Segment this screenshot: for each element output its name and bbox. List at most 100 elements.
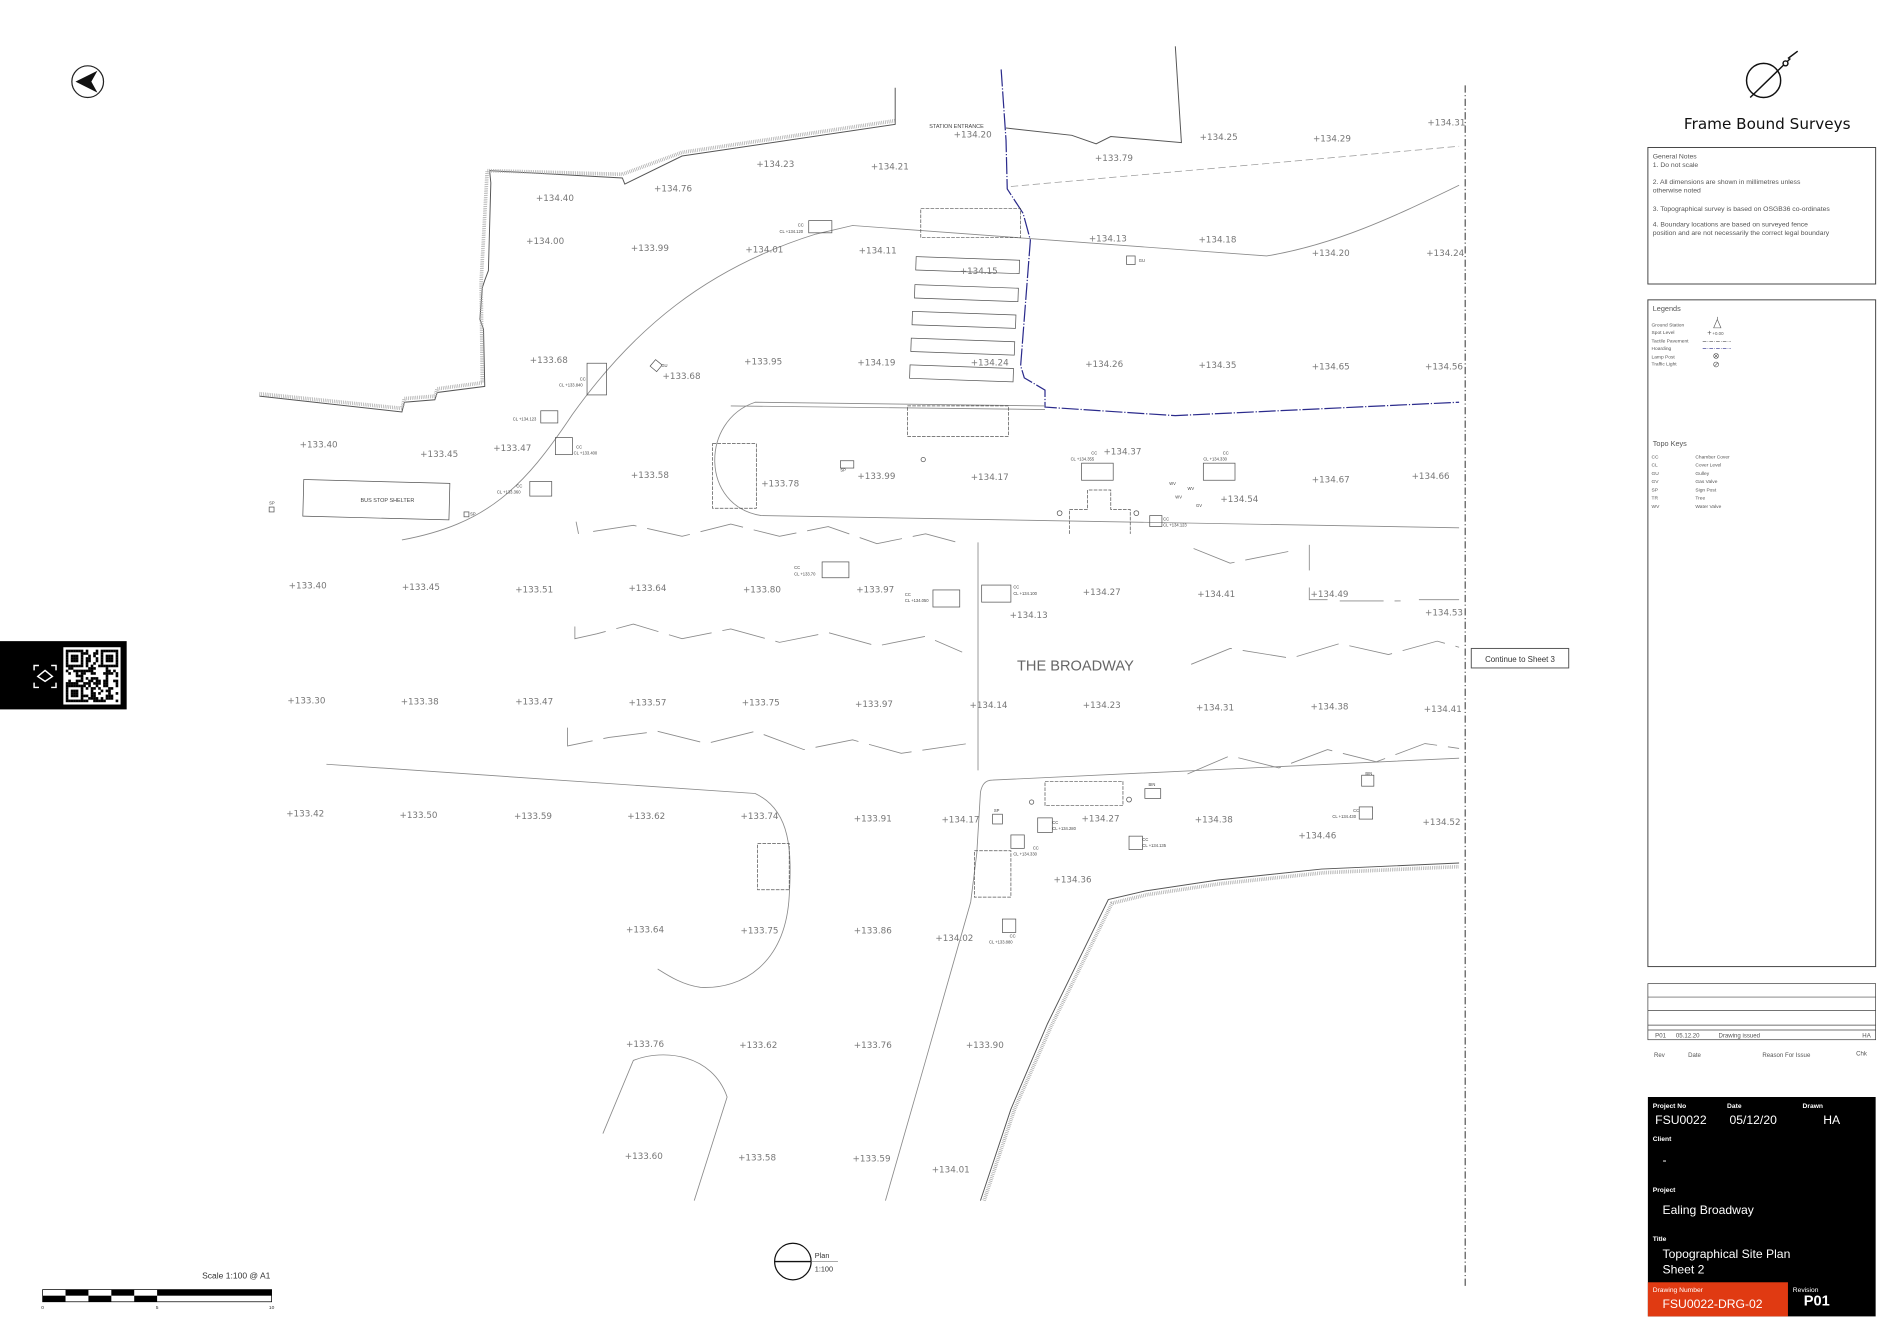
feature-annotation: CC [516, 484, 522, 489]
spot-level: +134.35 [1198, 361, 1236, 371]
feature-annotation: CL +134.135 [1142, 843, 1166, 848]
spot-level: +134.36 [1054, 875, 1092, 885]
note-line: 1. Do not scale [1653, 162, 1699, 169]
feature-annotation: SP [994, 808, 1000, 813]
legends-box [1647, 299, 1877, 968]
feature-annotation: CC [1013, 585, 1019, 590]
spot-level: +134.02 [935, 934, 973, 944]
topo-key-meaning: Chamber Cover [1695, 454, 1730, 460]
plan-marker: Plan 1:100 [774, 1242, 838, 1281]
feature-annotation: CC [1353, 808, 1359, 813]
spot-level: +133.86 [854, 927, 892, 937]
topo-key-code: TR [1652, 496, 1659, 502]
header-date: Date [1688, 1052, 1701, 1059]
spot-level: +133.57 [628, 699, 666, 709]
title-block: Project No Date Drawn Client Project Tit… [1647, 1097, 1876, 1317]
topo-key-code: SP [1652, 487, 1658, 493]
spot-level: +134.65 [1312, 362, 1350, 372]
tactile-paving [567, 521, 1460, 775]
company-name: Frame Bound Surveys [1684, 115, 1851, 133]
continue-label: Continue to Sheet 3 [1485, 655, 1555, 664]
note-line: 4. Boundary locations are based on surve… [1653, 222, 1808, 229]
feature-annotation: CL +134.330 [1013, 852, 1037, 857]
feature-annotation: CL +133.70 [794, 571, 816, 576]
topo-key-code: GV [1652, 479, 1660, 485]
feature-annotation: GV [1196, 503, 1202, 508]
spot-level: +133.45 [420, 450, 458, 460]
header-chk: Chk [1856, 1051, 1868, 1058]
hatching [982, 864, 1460, 1202]
spot-level: +133.76 [626, 1040, 664, 1050]
spot-level: +133.97 [855, 700, 893, 710]
note-line: 3. Topographical survey is based on OSGB… [1653, 206, 1831, 213]
spot-level: +134.24 [1426, 249, 1464, 259]
traffic-island [714, 401, 1460, 529]
feature-annotation: SP [269, 501, 275, 506]
spot-level: +134.38 [1311, 702, 1349, 712]
spot-level: +133.60 [625, 1152, 663, 1162]
spot-level: +133.40 [289, 582, 327, 592]
feature-annotation: CL +134.123 [1163, 523, 1187, 528]
feature-annotation: CC [794, 565, 800, 570]
topo-key-meaning: Gulley [1695, 471, 1709, 477]
spot-level: +133.79 [1095, 154, 1133, 164]
spot-level: +134.19 [857, 359, 895, 369]
legend-label: Spot Level [1652, 330, 1675, 336]
spot-level: +133.45 [402, 583, 440, 593]
legend-label: Lamp Post [1652, 354, 1676, 360]
project-label: Project [1653, 1187, 1676, 1194]
spot-level: +133.64 [628, 584, 666, 594]
spot-level: +134.23 [1083, 701, 1121, 711]
spot-levels: +134.40+134.76+134.23+134.21+134.20+134.… [286, 119, 1465, 1176]
revision-chk: HA [1862, 1032, 1871, 1039]
feature-annotation: CC [1033, 846, 1039, 851]
feature-annotation: CL +134.280 [1052, 826, 1076, 831]
feature-annotation: WV [1188, 486, 1195, 491]
spot-level: +133.78 [761, 479, 799, 489]
spot-level: +133.75 [742, 699, 780, 709]
feature-annotation: CC [1163, 516, 1169, 521]
spot-level: +134.41 [1424, 705, 1462, 715]
revision-reason: Drawing issued [1719, 1032, 1761, 1039]
topo-key-meaning: Tree [1695, 496, 1705, 502]
feature-annotation: CC [1091, 451, 1097, 456]
revision-rev: P01 [1655, 1032, 1666, 1039]
drawn-value: HA [1823, 1113, 1841, 1127]
spot-level: +133.76 [854, 1041, 892, 1051]
spot-level: +134.66 [1412, 472, 1450, 482]
hatching [259, 118, 896, 411]
spot-level: +133.99 [631, 244, 669, 254]
kerb-south [602, 1054, 728, 1201]
continue-to-sheet-3-button[interactable]: Continue to Sheet 3 [1470, 647, 1570, 669]
notes-title: General Notes [1653, 153, 1698, 160]
topo-key-meaning: Water Valve [1695, 504, 1721, 510]
scale-tick-5: 5 [156, 1305, 159, 1311]
spot-level: +134.67 [1312, 476, 1350, 486]
general-notes-box [1647, 146, 1877, 285]
scale-tick-10: 10 [269, 1305, 275, 1311]
spot-level: +133.97 [856, 585, 894, 595]
topo-key-code: WV [1652, 504, 1661, 510]
revision-table [1647, 983, 1877, 1041]
header-rev: Rev [1654, 1052, 1666, 1059]
feature-annotation: CC [580, 376, 586, 381]
drawing-number-label: Drawing Number [1653, 1287, 1704, 1294]
spot-level: +133.51 [515, 585, 553, 595]
feature-annotation: CL +133.840 [559, 382, 583, 387]
topo-key-meaning: Cover Level [1695, 463, 1721, 469]
qr-code-panel[interactable] [0, 641, 127, 710]
spot-level: +134.54 [1220, 495, 1258, 505]
spot-level: +134.41 [1197, 590, 1235, 600]
spot-level: +133.58 [738, 1153, 776, 1163]
traffic-light-icon [1713, 361, 1719, 368]
feature-annotation: CL +134.123 [513, 417, 537, 422]
spot-level: +134.46 [1298, 832, 1336, 842]
scale-bar: Scale 1:100 @ A1 0 5 10 [41, 1271, 274, 1311]
lamp-post-icon [1713, 353, 1719, 359]
spot-level: +134.26 [1085, 360, 1123, 370]
plan-label: Plan [815, 1251, 830, 1260]
project-value: Ealing Broadway [1663, 1203, 1755, 1217]
spot-level: +134.52 [1423, 818, 1461, 828]
ground-station-icon [1713, 316, 1722, 329]
